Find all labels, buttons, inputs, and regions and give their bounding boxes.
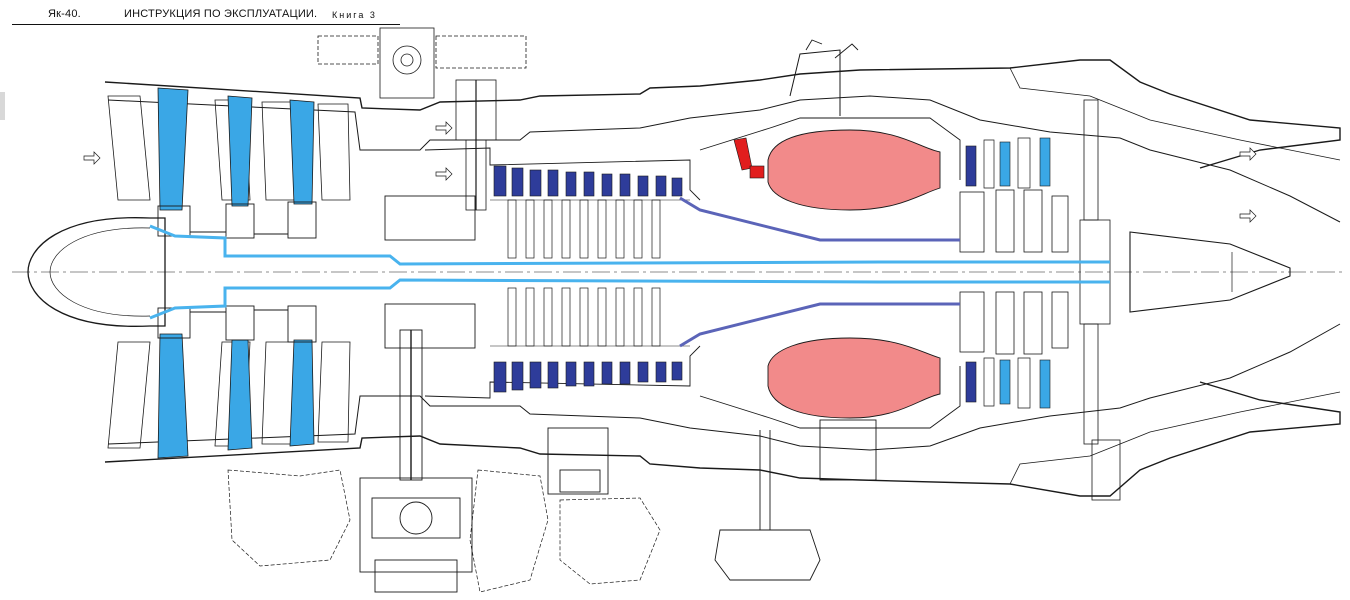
aircraft-model: Як-40.	[48, 8, 81, 20]
hp-shaft-oil-lines	[679, 196, 960, 348]
spinner-inner-line	[49, 227, 151, 317]
combustion-chamber-lower	[767, 337, 941, 419]
lower-units	[547, 419, 877, 581]
bypass-duct-upper	[1009, 67, 1341, 161]
lp-turbine-blades	[999, 137, 1051, 409]
bypass-duct-lower	[1009, 391, 1341, 485]
turbine-nozzle-vanes	[983, 137, 1031, 409]
page-edge-mark	[0, 92, 5, 120]
outer-casing-upper	[104, 59, 1341, 169]
header-underline	[12, 24, 400, 25]
igniter	[733, 137, 765, 179]
manual-title: ИНСТРУКЦИЯ ПО ЭКСПЛУАТАЦИИ.	[124, 8, 318, 20]
rear-struts	[1083, 99, 1121, 501]
nose-spinner	[27, 217, 166, 327]
document-header: Як-40. ИНСТРУКЦИЯ ПО ЭКСПЛУАТАЦИИ. Книга…	[12, 4, 402, 26]
fan-blades	[157, 87, 315, 459]
hp-turbine-blades	[965, 145, 977, 403]
combustor-casing	[699, 39, 961, 429]
lower-accessories-phantom	[227, 469, 661, 593]
outer-casing-lower	[104, 381, 1341, 497]
inner-casing-upper	[107, 95, 1341, 223]
exhaust-cone	[1129, 231, 1291, 313]
arrow-right-outline-icon	[83, 121, 1257, 223]
hp-compressor-disks	[507, 199, 661, 347]
top-accessory-unit	[317, 27, 527, 211]
combustion-chamber-upper	[767, 129, 941, 211]
lp-shaft-oil-lines	[149, 224, 1110, 320]
book-number: Книга 3	[332, 10, 377, 20]
hp-compressor-blades	[493, 165, 683, 393]
